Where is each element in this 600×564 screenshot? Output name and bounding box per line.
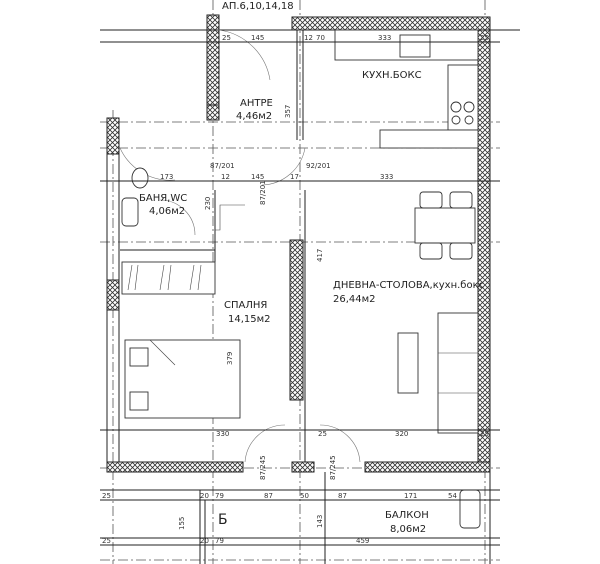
room-area-balcony: 8,06м2: [390, 524, 426, 535]
bed: [124, 339, 241, 419]
room-area-entry: 4,46м2: [236, 111, 272, 122]
dim-text: 25: [222, 34, 231, 42]
plan-title: АП.6,10,14,18: [222, 1, 294, 12]
balcony-outline: [100, 41, 500, 564]
dim-text: 87: [264, 492, 273, 500]
kitchen-counter: [334, 29, 479, 149]
dim-text: 171: [404, 492, 417, 500]
dim-text: 25: [318, 430, 327, 438]
dim-text: 25: [480, 430, 489, 438]
room-name-balcony: БАЛКОН: [385, 510, 429, 521]
dim-text: 25: [102, 492, 111, 500]
door-label: 87/201: [259, 180, 267, 205]
dining-table: [414, 191, 476, 260]
door-label: 92/201: [306, 162, 331, 170]
dim-text: 20: [200, 537, 209, 545]
dim-text: 87: [338, 492, 347, 500]
door-label: 87/245: [329, 455, 337, 480]
dim-text: 12: [221, 173, 230, 181]
dim-text: 17: [290, 173, 299, 181]
dim-text: 145: [251, 34, 264, 42]
dim-text: 173: [160, 173, 173, 181]
door-label: 87/245: [259, 455, 267, 480]
door-label: 87/201: [210, 162, 235, 170]
dim-text: 357: [284, 105, 292, 118]
room-labels: АНТРЕ 4,46м2 КУХН.БОКС БАНЯ,WC 4,06м2 СП…: [139, 70, 484, 535]
room-area-living: 26,44м2: [333, 294, 376, 305]
dim-text: 20: [200, 492, 209, 500]
dim-text: 25: [480, 34, 489, 42]
room-name-entry: АНТРЕ: [240, 98, 273, 109]
room-name-living: ДНЕВНА-СТОЛОВА,кухн.бокс: [333, 280, 484, 291]
marker-label: Б: [218, 512, 228, 528]
door-labels: 87/201 92/201 87/201 87/245 87/245: [210, 162, 337, 480]
dim-text: 145: [251, 173, 264, 181]
dim-text: 50: [300, 492, 309, 500]
dim-text: 417: [316, 249, 324, 262]
room-name-bedroom: СПАЛНЯ: [224, 300, 267, 311]
room-area-bathroom: 4,06м2: [149, 206, 185, 217]
dim-text: 155: [178, 517, 186, 530]
room-name-kitchen: КУХН.БОКС: [362, 70, 422, 81]
bathroom-fixtures: [121, 167, 245, 231]
room-area-bedroom: 14,15м2: [228, 314, 271, 325]
dim-text: 12: [304, 34, 313, 42]
dimensions: 25 145 12 70 333 25 173 12 145 17 333 35…: [102, 34, 489, 545]
dim-text: 333: [380, 173, 393, 181]
wardrobe: [121, 261, 216, 295]
walls: [100, 14, 520, 473]
dim-text: 230: [204, 197, 212, 210]
sofa: [397, 312, 479, 434]
dim-text: 320: [395, 430, 408, 438]
dim-text: 143: [316, 515, 324, 528]
room-name-bathroom: БАНЯ,WC: [139, 193, 187, 204]
dim-text: 330: [216, 430, 229, 438]
dim-text: 79: [215, 537, 224, 545]
door-swings: [119, 29, 361, 463]
dim-text: 54: [448, 492, 457, 500]
dim-text: 379: [226, 352, 234, 365]
dim-text: 25: [102, 537, 111, 545]
dim-text: 70: [316, 34, 325, 42]
balcony-fixture: [459, 489, 481, 529]
dim-text: 79: [215, 492, 224, 500]
dim-text: 459: [356, 537, 369, 545]
dim-text: 333: [378, 34, 391, 42]
